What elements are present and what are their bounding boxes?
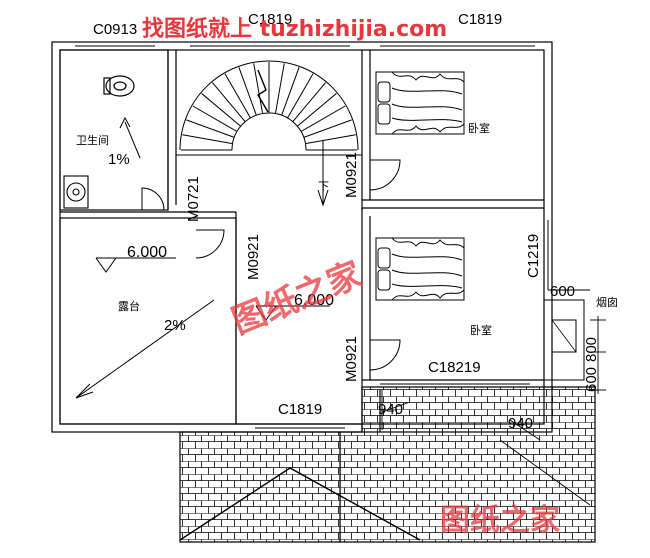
door-label-bedroom-bottom: M0921 [343,336,360,382]
room-label-bathroom: 卫生间 [76,133,109,147]
window-label-top-right: C1819 [458,11,502,28]
washbasin-icon [63,175,89,209]
bed-top [375,71,465,135]
stair-tread [192,105,238,132]
roof [179,386,596,543]
window-label-right-side: C1219 [525,234,542,278]
window-label-bottom-mid: C1819 [278,401,322,418]
dimension-roof-right: 940 [508,415,533,432]
door-label-bedroom-top: M0921 [343,152,360,198]
stair-tread [300,105,346,132]
room-label-terrace: 露台 [118,299,140,313]
level-hall: 6.000 [294,292,334,309]
stair-tread [303,119,352,138]
window-label-top-left: C0913 [93,21,137,38]
watermark-bottom: 图纸之家 [440,503,560,538]
dimension-600-top: 600 [550,283,575,300]
terrace-slope: 2% [164,317,186,334]
bath-slope-arrow [124,121,141,159]
stair-tread [201,93,241,127]
stair-tread [274,63,285,114]
stair-tread [281,67,300,116]
stair-tread [224,73,251,119]
dimension-roof-left: 940 [378,401,403,418]
dimension-lines [381,289,606,506]
room-label-bedroom-top: 卧室 [468,121,490,135]
dimension-600-side: 600 [583,367,600,392]
level-terrace: 6.000 [127,244,167,261]
bed-bottom [375,237,465,301]
terrace-marks [75,257,330,399]
room-label-chimney: 烟囱 [596,295,618,309]
stair-tread [305,134,356,145]
door-label-bath: M0721 [185,176,202,222]
stair-tread [287,73,314,119]
stair-tread [297,93,337,127]
window-label-right-bottom: C18219 [428,359,481,376]
stair-tread [212,82,246,122]
toilet-icon [103,75,135,97]
room-label-bedroom-bottom: 卧室 [470,323,492,337]
stair-down-label: 下 [318,180,329,193]
bathroom-slope: 1% [108,151,130,168]
stair-tread [253,63,264,114]
door-swings [141,159,401,371]
window-label-top-mid: C1819 [248,11,292,28]
spiral-staircase [179,60,359,207]
dimension-800: 800 [583,337,600,362]
stair-tread [238,67,257,116]
stair-tread [186,119,235,138]
watermark-top-banner: 找图纸就上 tuzhizhijia.com [142,16,447,42]
walls [51,41,585,433]
stair-tread [292,82,326,122]
stair-tread [182,134,233,145]
door-label-terrace: M0921 [245,234,262,280]
window-marks [75,45,549,429]
